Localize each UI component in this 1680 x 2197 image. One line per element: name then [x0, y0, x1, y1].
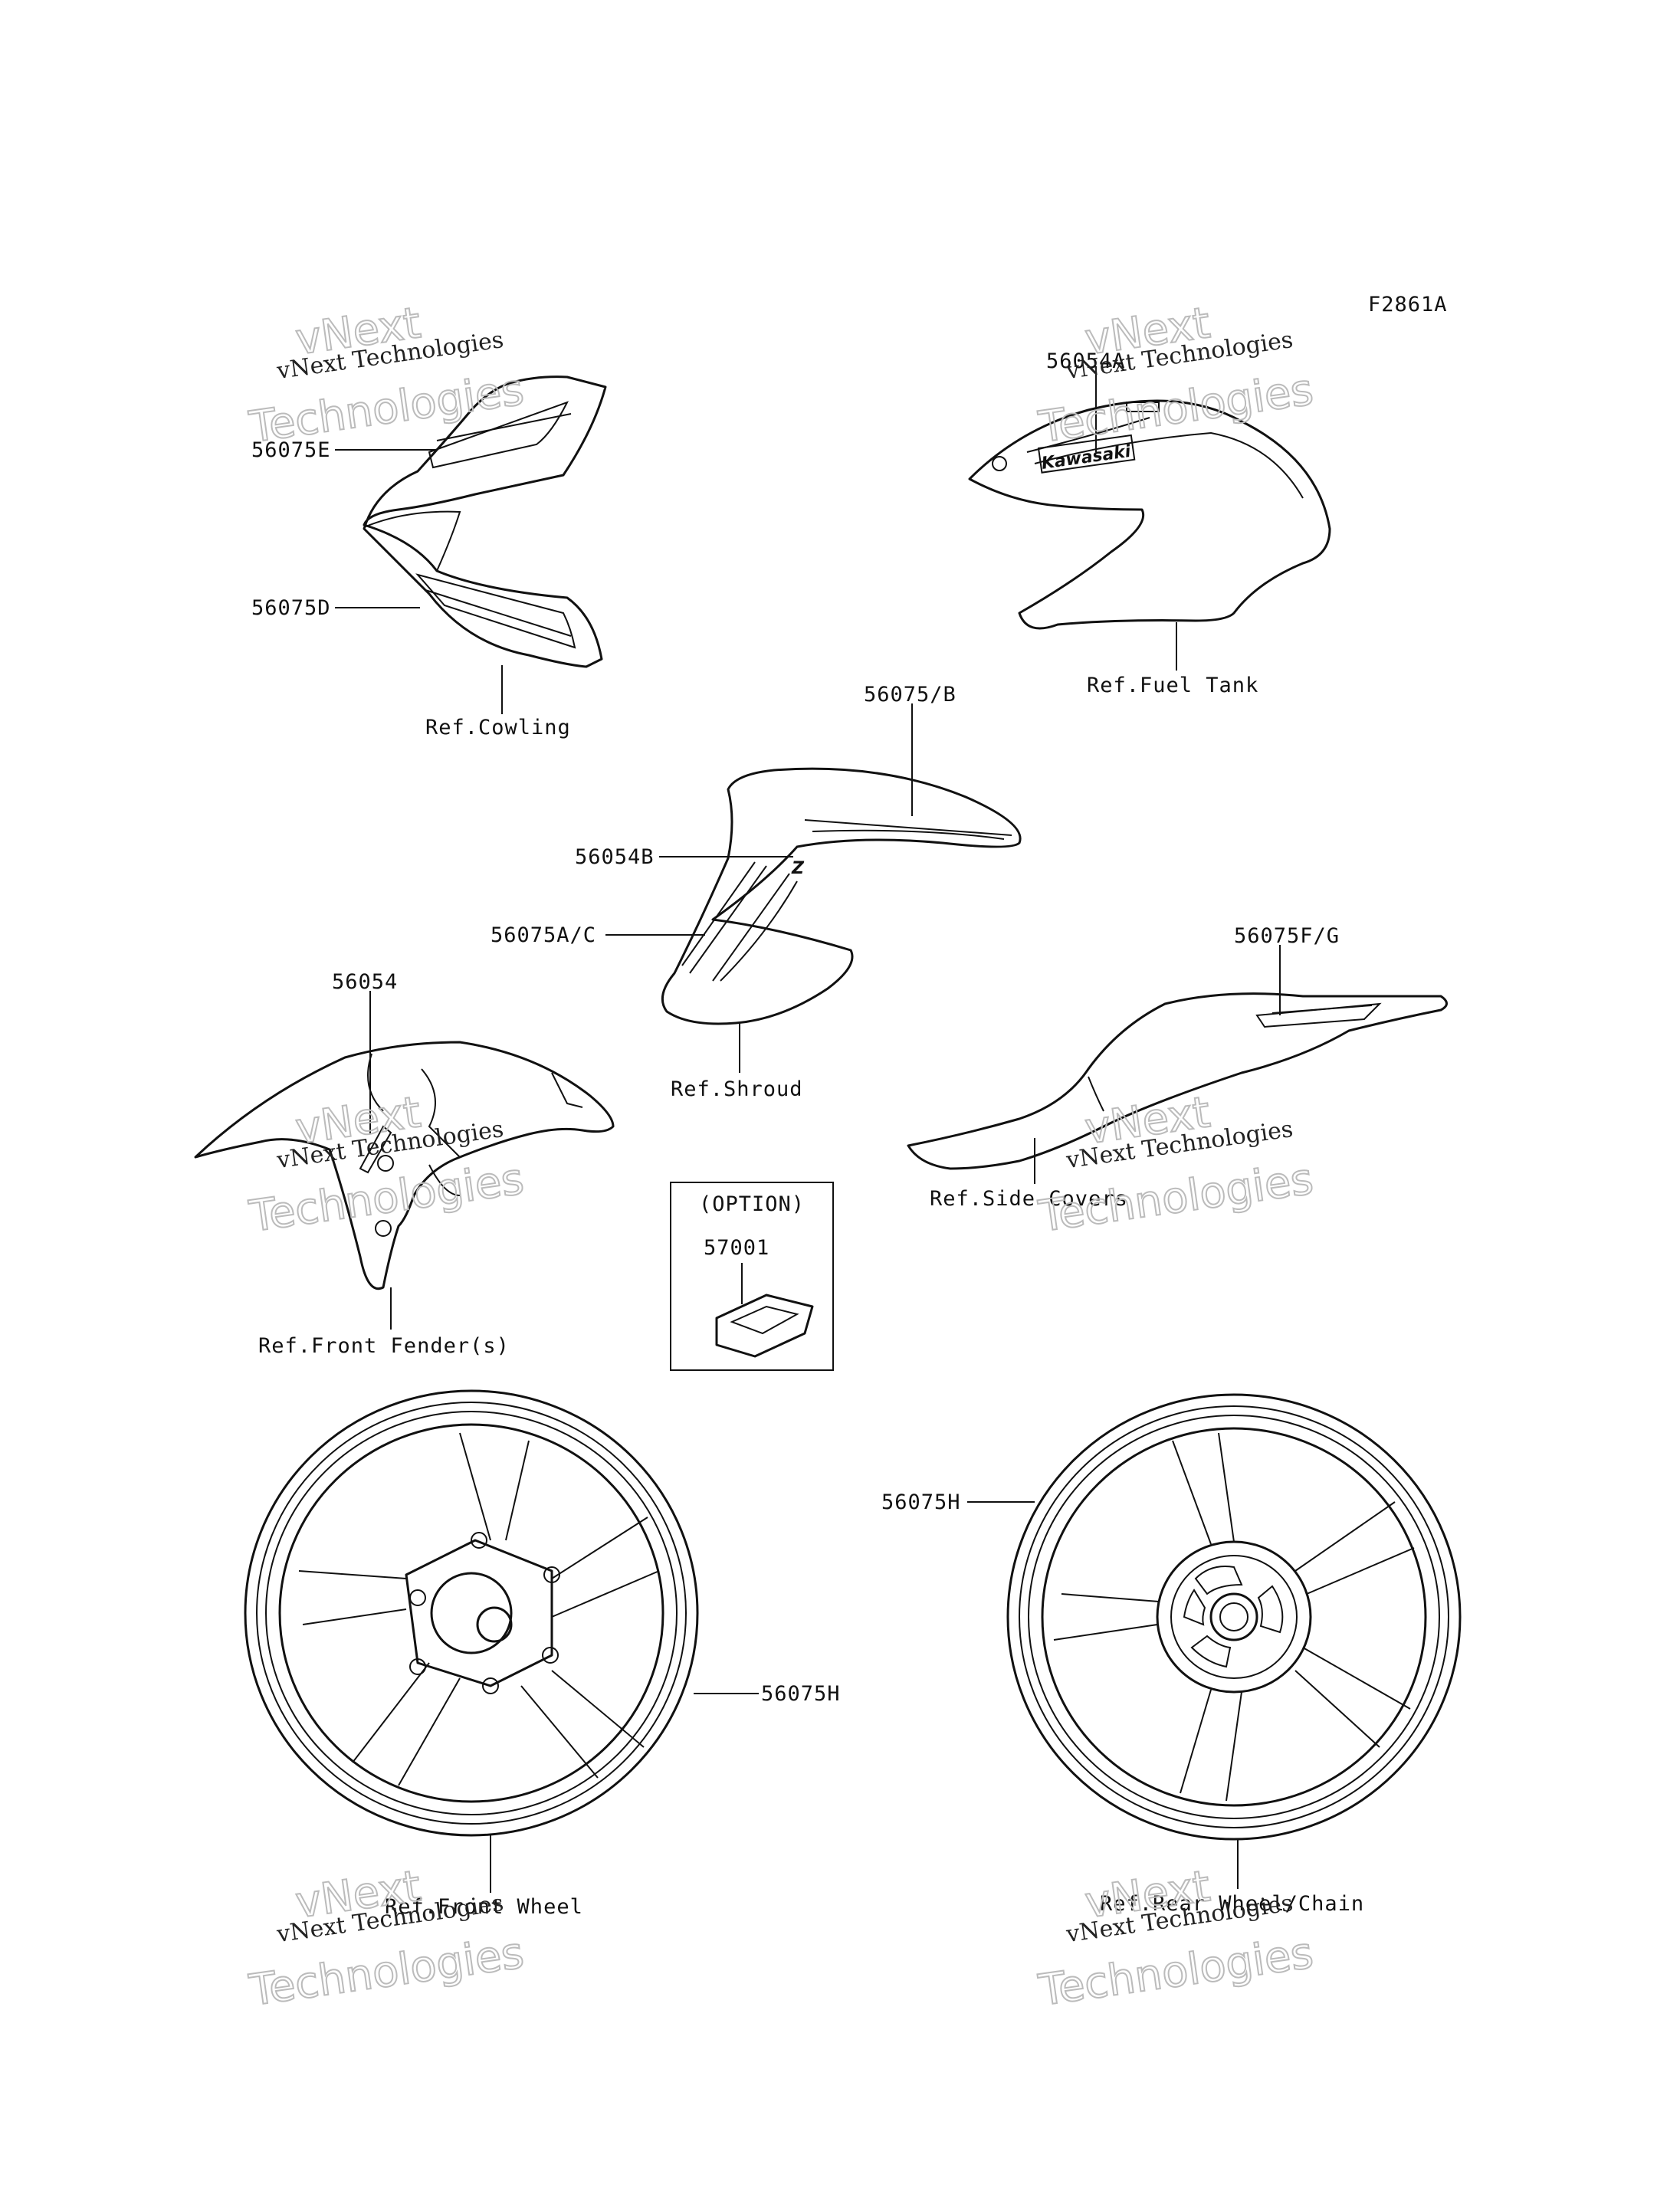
fuel-tank-part: Kawasaki	[968, 399, 1331, 630]
watermark-bottom-left: vNext vNext Technologies Technologies	[245, 1861, 527, 2017]
label-ref-cowling: Ref.Cowling	[425, 716, 571, 739]
label-option-title: (OPTION)	[699, 1192, 805, 1216]
label-ref-side-covers: Ref.Side Covers	[930, 1187, 1128, 1211]
label-tank-emblem: 56054A	[1046, 349, 1126, 373]
label-ref-fuel-tank: Ref.Fuel Tank	[1087, 674, 1258, 697]
watermark-top-left: vNext vNext Technologies Technologies	[245, 297, 527, 454]
figure-code: F2861A	[1368, 293, 1448, 316]
rear-wheel-part	[1006, 1393, 1462, 1841]
front-fender-part	[194, 1041, 615, 1290]
label-option-part: 57001	[704, 1236, 769, 1260]
watermark-mid-right: vNext vNext Technologies Technologies	[1035, 1087, 1317, 1243]
side-covers-part	[907, 992, 1448, 1170]
label-ref-rear-wheel: Ref.Rear Wheel/Chain	[1100, 1892, 1364, 1916]
label-fender-mark: 56054	[332, 970, 398, 994]
label-rear-wheel-stripe: 56075H	[881, 1490, 961, 1514]
label-ref-front-wheel: Ref.Front Wheel	[385, 1895, 583, 1919]
cowling-part	[363, 375, 607, 668]
option-box: (OPTION) 57001	[670, 1182, 834, 1371]
label-cowl-lower: 56075D	[251, 596, 331, 620]
label-shroud-lower: 56075A/C	[491, 923, 596, 947]
label-cowl-upper: 56075E	[251, 438, 331, 462]
front-wheel-part	[244, 1389, 699, 1837]
z-logo: Z	[791, 859, 805, 878]
label-side-mark: 56075F/G	[1234, 924, 1340, 948]
shroud-part: Z	[661, 767, 1022, 1025]
watermark-top-right: vNext vNext Technologies Technologies	[1035, 297, 1317, 454]
watermark-bottom-right: vNext vNext Technologies Technologies	[1035, 1861, 1317, 2017]
label-shroud-z: 56054B	[575, 845, 655, 869]
label-ref-shroud: Ref.Shroud	[671, 1077, 803, 1101]
label-front-wheel-stripe: 56075H	[761, 1682, 841, 1706]
watermark-mid-left: vNext vNext Technologies Technologies	[245, 1087, 527, 1243]
label-shroud-upper: 56075/B	[864, 683, 956, 707]
label-ref-front-fender: Ref.Front Fender(s)	[258, 1334, 510, 1358]
